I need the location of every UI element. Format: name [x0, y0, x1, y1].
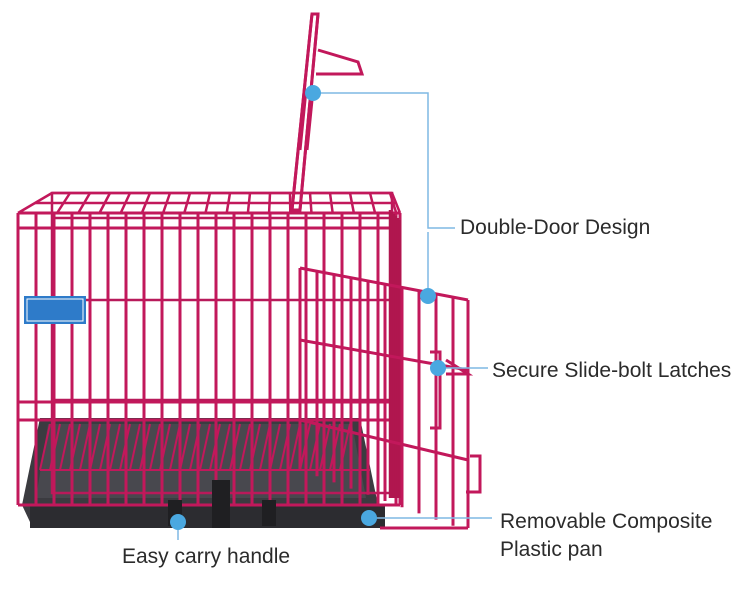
callout-double-door: Double-Door Design: [460, 216, 651, 239]
callout-slide-bolt: Secure Slide-bolt Latches: [492, 359, 732, 382]
callout-plastic-pan-line1: Removable Composite: [500, 510, 713, 533]
brand-sticker: [24, 296, 86, 324]
callout-plastic-pan-line2: Plastic pan: [500, 538, 603, 561]
top-door-open: [290, 12, 365, 212]
callout-carry-handle: Easy carry handle: [122, 545, 291, 568]
cage-floor-grid: [39, 423, 370, 471]
cage-front-panel: [16, 211, 402, 507]
plastic-pan: [22, 418, 385, 528]
callout-markers: [170, 85, 446, 530]
callout-plastic-pan: Removable Composite Plastic pan: [500, 508, 712, 564]
slide-bolt-latch: [430, 350, 482, 494]
cage-side-panel: [388, 210, 402, 498]
side-door-open: [298, 266, 470, 530]
cage-top-panel: [17, 191, 402, 215]
